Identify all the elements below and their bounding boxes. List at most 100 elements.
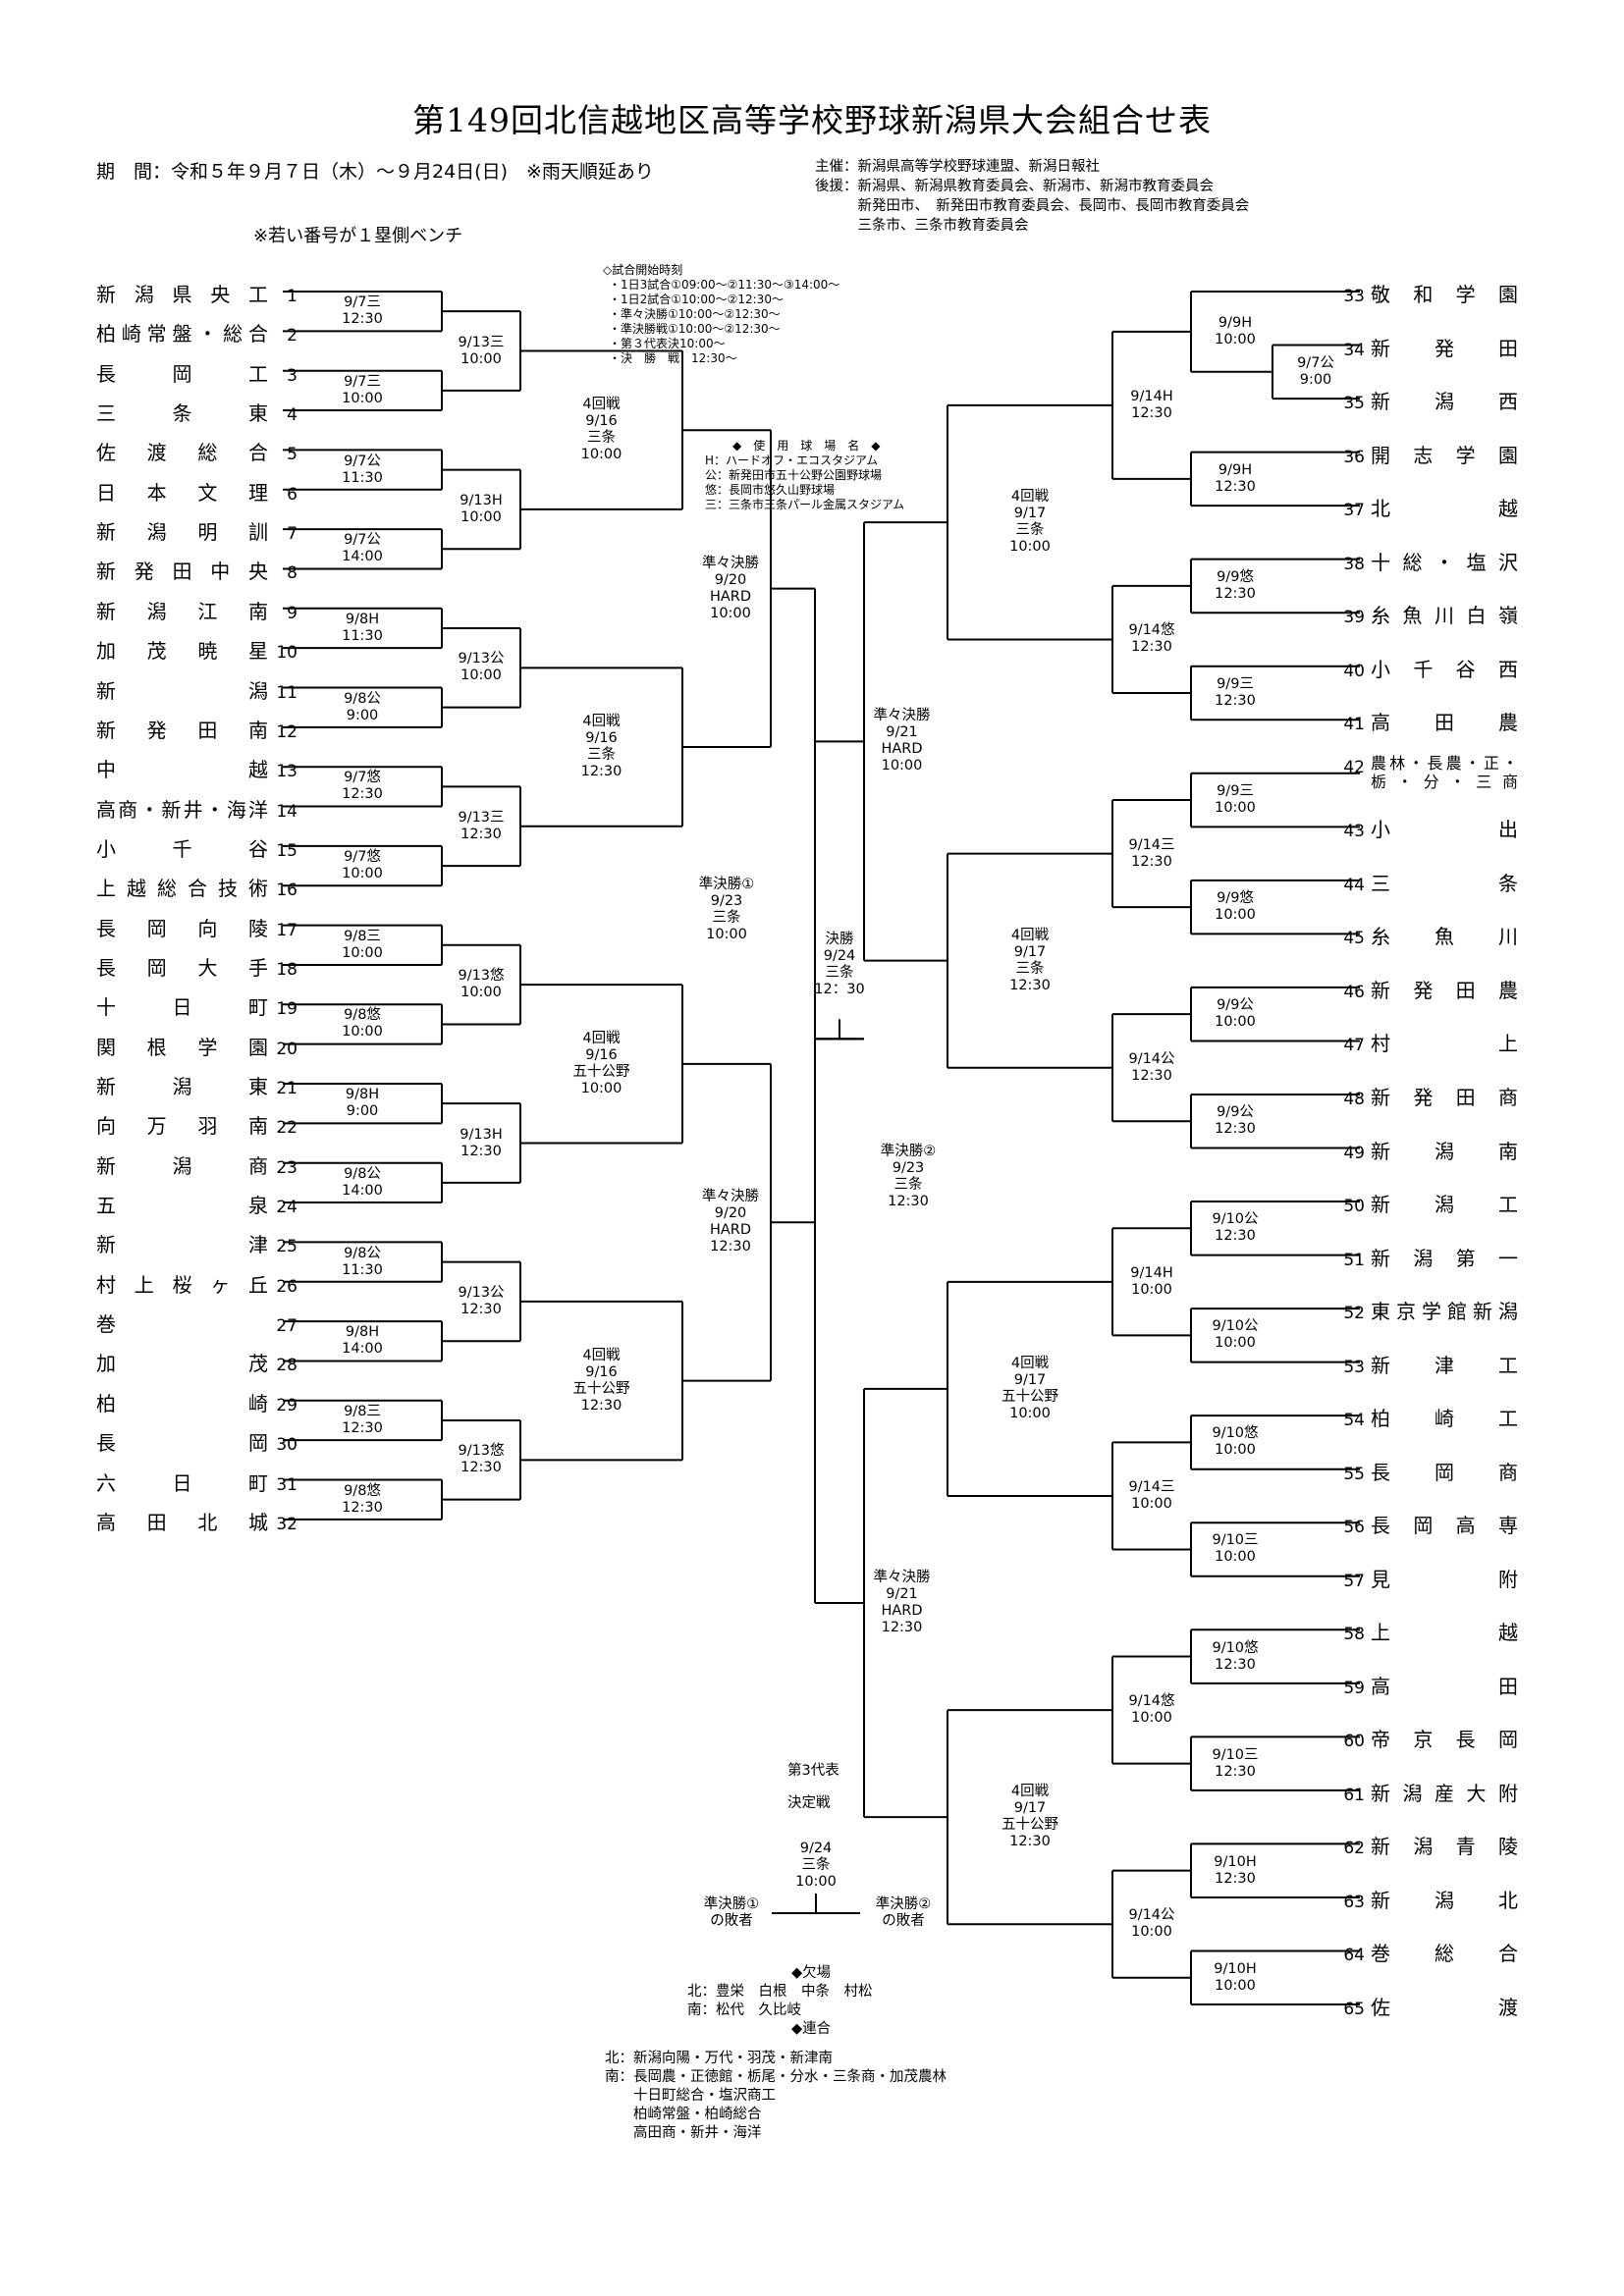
team-number: 19 (276, 999, 298, 1020)
team-number: 53 (1343, 1357, 1365, 1377)
game-label-r1: 9/7公 14:00 (342, 532, 383, 565)
team-name: 六日町 (96, 1470, 268, 1495)
left-team-entry: 長岡工 3 (96, 358, 298, 387)
game-label-final: 決勝 9/24 三条 12：30 (814, 932, 865, 998)
combined-line: 柏崎常盤・柏崎総合 (605, 2107, 762, 2122)
team-name: 村上桜ヶ丘 (96, 1272, 268, 1297)
game-label-qf: 準々決勝 9/20 HARD 10:00 (702, 555, 759, 621)
game-label-r3: 4回戦 9/16 三条 12:30 (580, 714, 623, 780)
team-name: 関根学園 (96, 1035, 268, 1059)
game-label-r3: 4回戦 9/17 三条 10:00 (1009, 489, 1051, 556)
team-name: 佐渡 (1371, 1996, 1518, 2019)
combined-line: 十日町総合・塩沢商工 (605, 2088, 776, 2104)
left-team-entry: 六日町 31 (96, 1468, 298, 1496)
left-team-entry: 柏崎 29 (96, 1388, 298, 1416)
team-name: 上越総合技術 (96, 877, 268, 901)
team-number: 24 (276, 1198, 298, 1218)
combined-line: 南：長岡農・正徳館・栃尾・分水・三条商・加茂農林 (605, 2069, 947, 2085)
venue-line: 公：新発田市五十公野公園野球場 (705, 468, 883, 482)
team-name: 敬和学園 (1371, 283, 1518, 306)
team-number: 36 (1343, 447, 1365, 467)
team-name: 新潟東 (96, 1075, 268, 1098)
team-number: 52 (1343, 1304, 1365, 1324)
team-name: 長岡工 (96, 361, 268, 386)
game-label-r1: 9/7三 10:00 (342, 373, 383, 406)
game-label-r1: 9/9H 12:30 (1215, 461, 1256, 495)
team-number: 29 (276, 1395, 298, 1415)
game-label-r1: 9/10悠 12:30 (1212, 1639, 1259, 1673)
team-number: 5 (287, 445, 298, 465)
sponsor-line: 三条市、三条市教育委員会 (815, 218, 1029, 234)
team-number: 9 (287, 603, 298, 623)
team-number: 56 (1343, 1518, 1365, 1538)
game-label-r1: 9/9悠 12:30 (1215, 568, 1256, 602)
team-number: 49 (1343, 1143, 1365, 1163)
game-label-r2: 9/13三 12:30 (458, 809, 505, 842)
team-name: 五泉 (96, 1194, 268, 1218)
team-name: 柏崎 (96, 1391, 268, 1415)
game-label-r1: 9/10公 10:00 (1212, 1318, 1259, 1352)
team-name: 新潟県央工 (96, 283, 268, 306)
game-label-r2: 9/14公 10:00 (1128, 1907, 1175, 1941)
combined-heading: ◆連合 (791, 2021, 832, 2037)
absent-line: 北：豊栄 白根 中条 村松 (687, 1984, 873, 2000)
game-label-r1: 9/8悠 10:00 (342, 1007, 383, 1041)
third-place-left-entry: 準決勝① の敗者 (703, 1896, 760, 1929)
team-name: 新潟商 (96, 1153, 268, 1178)
game-label-r1: 9/8公 9:00 (344, 690, 381, 723)
game-label-r1: 9/7三 12:30 (342, 294, 383, 328)
game-label-r1: 9/7公 11:30 (342, 453, 383, 486)
team-name: 糸魚川 (1371, 925, 1518, 949)
team-number: 3 (287, 365, 298, 386)
team-number: 47 (1343, 1036, 1365, 1056)
game-label-r1: 9/9悠 10:00 (1215, 890, 1256, 924)
team-number: 31 (276, 1474, 298, 1495)
team-number: 30 (276, 1435, 298, 1456)
team-name: 村上 (1371, 1032, 1518, 1056)
game-label-r1: 9/9三 12:30 (1215, 675, 1256, 709)
team-number: 46 (1343, 982, 1365, 1002)
game-label-r1: 9/9公 10:00 (1215, 997, 1256, 1031)
game-label-qf: 準々決勝 9/21 HARD 10:00 (873, 708, 931, 774)
team-number: 10 (276, 643, 298, 664)
team-number: 15 (276, 840, 298, 861)
game-label-r1: 9/10三 10:00 (1212, 1532, 1259, 1566)
team-name: 新津工 (1371, 1353, 1518, 1377)
team-name: 小千谷西 (1371, 657, 1518, 681)
team-name: 東京学館新潟 (1371, 1300, 1518, 1324)
team-name: 十総・塩沢 (1371, 550, 1518, 574)
team-name: 巻 (96, 1312, 116, 1337)
team-name: 三条 (1371, 871, 1518, 895)
team-number: 27 (276, 1316, 298, 1337)
team-number: 4 (287, 405, 298, 426)
game-label-r2: 9/14H 12:30 (1130, 388, 1173, 421)
game-label-qf: 準々決勝 9/20 HARD 12:30 (702, 1189, 759, 1255)
team-number: 40 (1343, 661, 1365, 681)
game-label-r1: 9/7悠 10:00 (342, 849, 383, 882)
team-name: 新津 (96, 1233, 268, 1257)
